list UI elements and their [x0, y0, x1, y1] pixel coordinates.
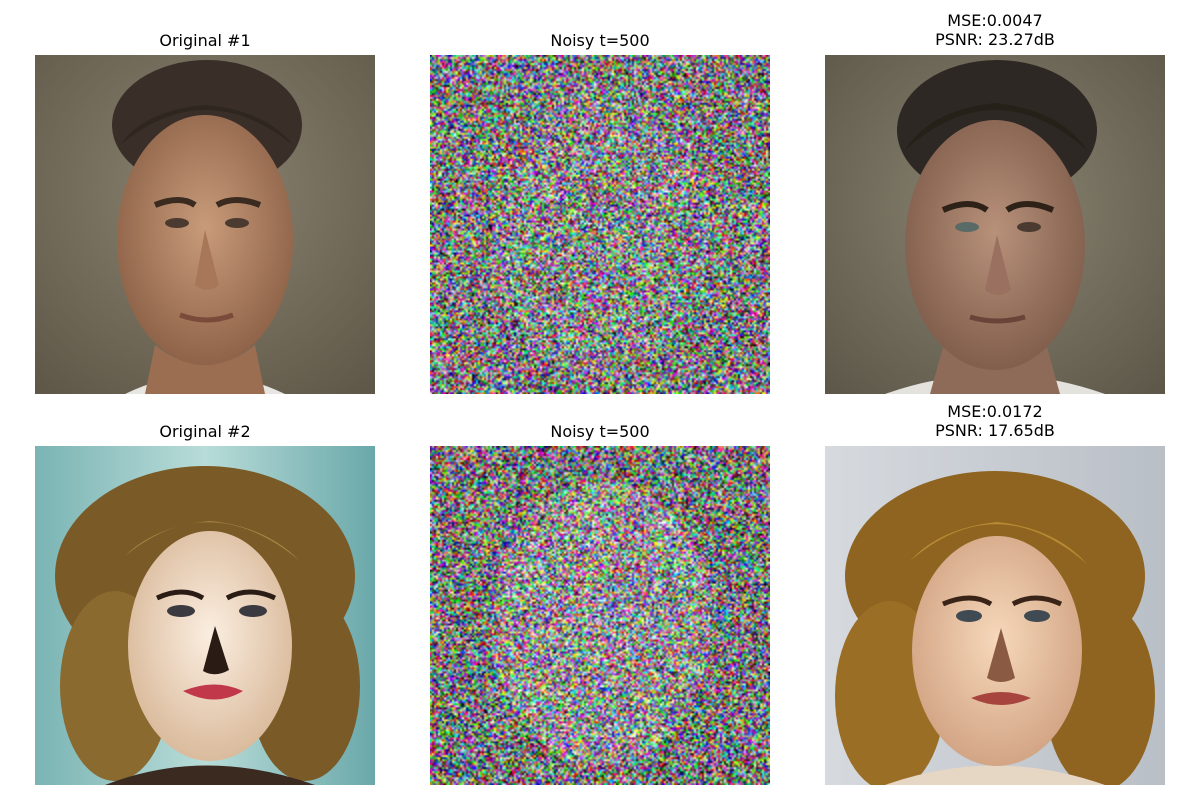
- original-1-image: [35, 55, 375, 394]
- recon-2-mse: MSE:0.0172: [947, 402, 1043, 421]
- recon-2-psnr: PSNR: 17.65dB: [935, 421, 1055, 440]
- recon-1-psnr: PSNR: 23.27dB: [935, 30, 1055, 49]
- original-2-image: [35, 446, 375, 785]
- original-1-title: Original #1: [159, 31, 251, 50]
- recon-2-image: [825, 446, 1165, 785]
- recon-2-title: MSE:0.0172 PSNR: 17.65dB: [825, 402, 1165, 440]
- noisy-2-title: Noisy t=500: [550, 422, 650, 441]
- noisy-2-image: [430, 446, 770, 785]
- recon-1-image: [825, 55, 1165, 394]
- noisy-1-title: Noisy t=500: [550, 31, 650, 50]
- original-2-title: Original #2: [159, 422, 251, 441]
- noise-canvas-2: [430, 446, 770, 785]
- noisy-1-image: [430, 55, 770, 394]
- recon-1-title: MSE:0.0047 PSNR: 23.27dB: [825, 11, 1165, 49]
- recon-1-mse: MSE:0.0047: [947, 11, 1043, 30]
- noise-canvas-1: [430, 55, 770, 394]
